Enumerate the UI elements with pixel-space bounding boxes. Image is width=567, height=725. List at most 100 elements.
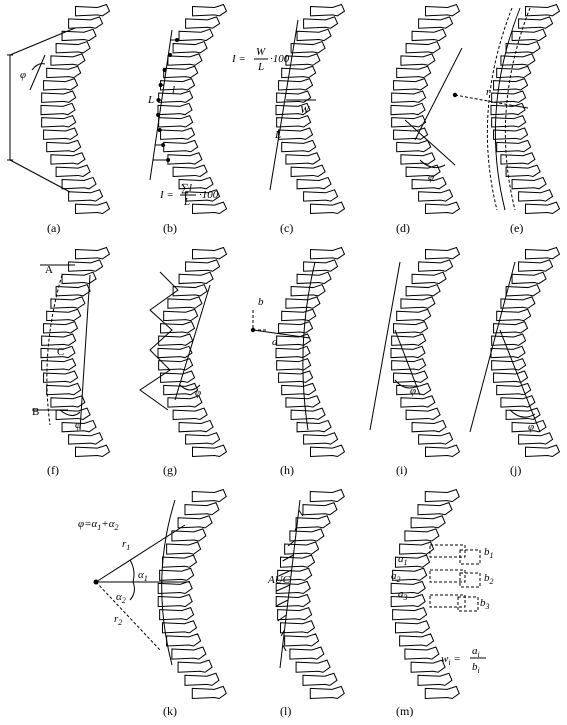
panel-l-AUC-label: AUC — [267, 574, 291, 586]
vertebra — [178, 271, 214, 285]
vertebra — [405, 40, 441, 54]
caption-i: (i) — [396, 463, 407, 477]
vertebra — [285, 53, 321, 66]
vertebra — [46, 139, 82, 153]
vertebra — [281, 65, 317, 79]
panel-k-r1-label: r1 — [122, 538, 130, 552]
caption-j: (j) — [510, 463, 521, 477]
panel-m-a1-label: a1 — [398, 553, 408, 567]
spine-panel-d — [390, 3, 461, 215]
vertebra — [511, 28, 547, 42]
vertebra — [159, 607, 195, 621]
panel-d-tangent-top — [414, 47, 463, 141]
spine-panel-f — [40, 246, 111, 458]
vertebra — [400, 152, 436, 165]
vertebra — [496, 139, 532, 153]
vertebra — [296, 271, 332, 285]
vertebra — [411, 176, 447, 190]
vertebra — [185, 259, 221, 272]
vertebra — [167, 53, 203, 66]
vertebra — [285, 296, 321, 309]
spine-panel-i — [390, 246, 461, 458]
vertebra — [290, 407, 326, 420]
vertebra — [524, 3, 561, 17]
vertebra — [424, 201, 461, 215]
vertebra — [191, 201, 228, 215]
vertebra — [505, 283, 541, 297]
vertebra — [43, 78, 79, 91]
vertebra — [392, 607, 428, 621]
vertebra — [493, 127, 529, 140]
vertebra — [405, 283, 441, 297]
vertebra — [178, 419, 214, 433]
vertebra — [50, 53, 86, 66]
vertebra — [396, 308, 432, 322]
vertebra — [303, 259, 339, 272]
vertebra — [74, 201, 111, 215]
vertebra — [275, 345, 311, 359]
vertebra — [68, 16, 104, 29]
vertebra — [500, 53, 536, 66]
vertebra — [61, 28, 97, 42]
vertebra — [43, 370, 79, 383]
vertebra — [40, 345, 76, 359]
panel-c-chord — [269, 19, 299, 191]
vertebra — [493, 321, 529, 334]
vertebra — [418, 432, 454, 445]
vertebra — [276, 90, 312, 103]
vertebra — [295, 515, 331, 529]
vertebra — [167, 296, 203, 309]
panel-i-line-2 — [394, 329, 421, 396]
vertebra — [411, 419, 447, 433]
vertebra — [157, 102, 193, 116]
vertebra — [393, 78, 429, 91]
vertebra — [296, 28, 332, 42]
vertebra — [417, 502, 453, 516]
panel-h-a-line — [252, 329, 311, 339]
vertebra — [303, 189, 339, 202]
vertebra — [163, 382, 199, 396]
panel-f-A-label: A — [45, 264, 53, 276]
vertebra — [278, 370, 314, 383]
vertebra — [309, 3, 346, 17]
vertebra — [275, 102, 311, 116]
vertebra — [61, 271, 97, 285]
vertebra — [289, 646, 325, 660]
vertebra — [167, 152, 203, 165]
vertebra — [400, 296, 436, 309]
vertebra — [284, 541, 320, 555]
vertebra — [185, 16, 221, 29]
panel-k-r2-label: r2 — [114, 613, 122, 627]
vertebra — [157, 345, 193, 359]
vertebra — [46, 65, 82, 79]
panel-m-b3-label: b3 — [480, 597, 490, 611]
panel-e-r-label: r — [486, 86, 491, 98]
panel-c-formula: I = W L ·100 — [231, 46, 290, 73]
panel-a-top-endplate-line — [9, 27, 76, 56]
panel-f-phi-label: φ — [75, 419, 81, 431]
vertebra — [171, 646, 207, 660]
vertebra — [160, 78, 196, 91]
caption-m: (m) — [396, 704, 413, 718]
vertebra — [161, 620, 198, 634]
vertebra — [399, 541, 435, 555]
vertebra — [405, 407, 441, 420]
panel-k-overlay: φ=α1+α2 r1 r2 α1 α2 — [78, 499, 190, 666]
spine-panel-c — [275, 3, 346, 215]
vertebra — [500, 296, 536, 309]
panel-j-line-1 — [469, 261, 516, 433]
vertebra — [172, 40, 208, 54]
vertebra — [309, 246, 346, 260]
vertebra — [191, 3, 228, 17]
vertebra — [46, 308, 82, 322]
panel-f-dashed-arc — [46, 274, 63, 426]
vertebra — [178, 28, 214, 42]
vertebra — [43, 321, 79, 334]
vertebra — [158, 115, 194, 128]
vertebra — [524, 201, 561, 215]
panel-a-phi-label: φ — [20, 69, 26, 81]
vertebra — [40, 102, 76, 116]
panel-b-distance-segments — [152, 38, 179, 162]
panel-d-tangent-bottom — [404, 119, 456, 166]
spine-panel-l — [275, 488, 345, 700]
